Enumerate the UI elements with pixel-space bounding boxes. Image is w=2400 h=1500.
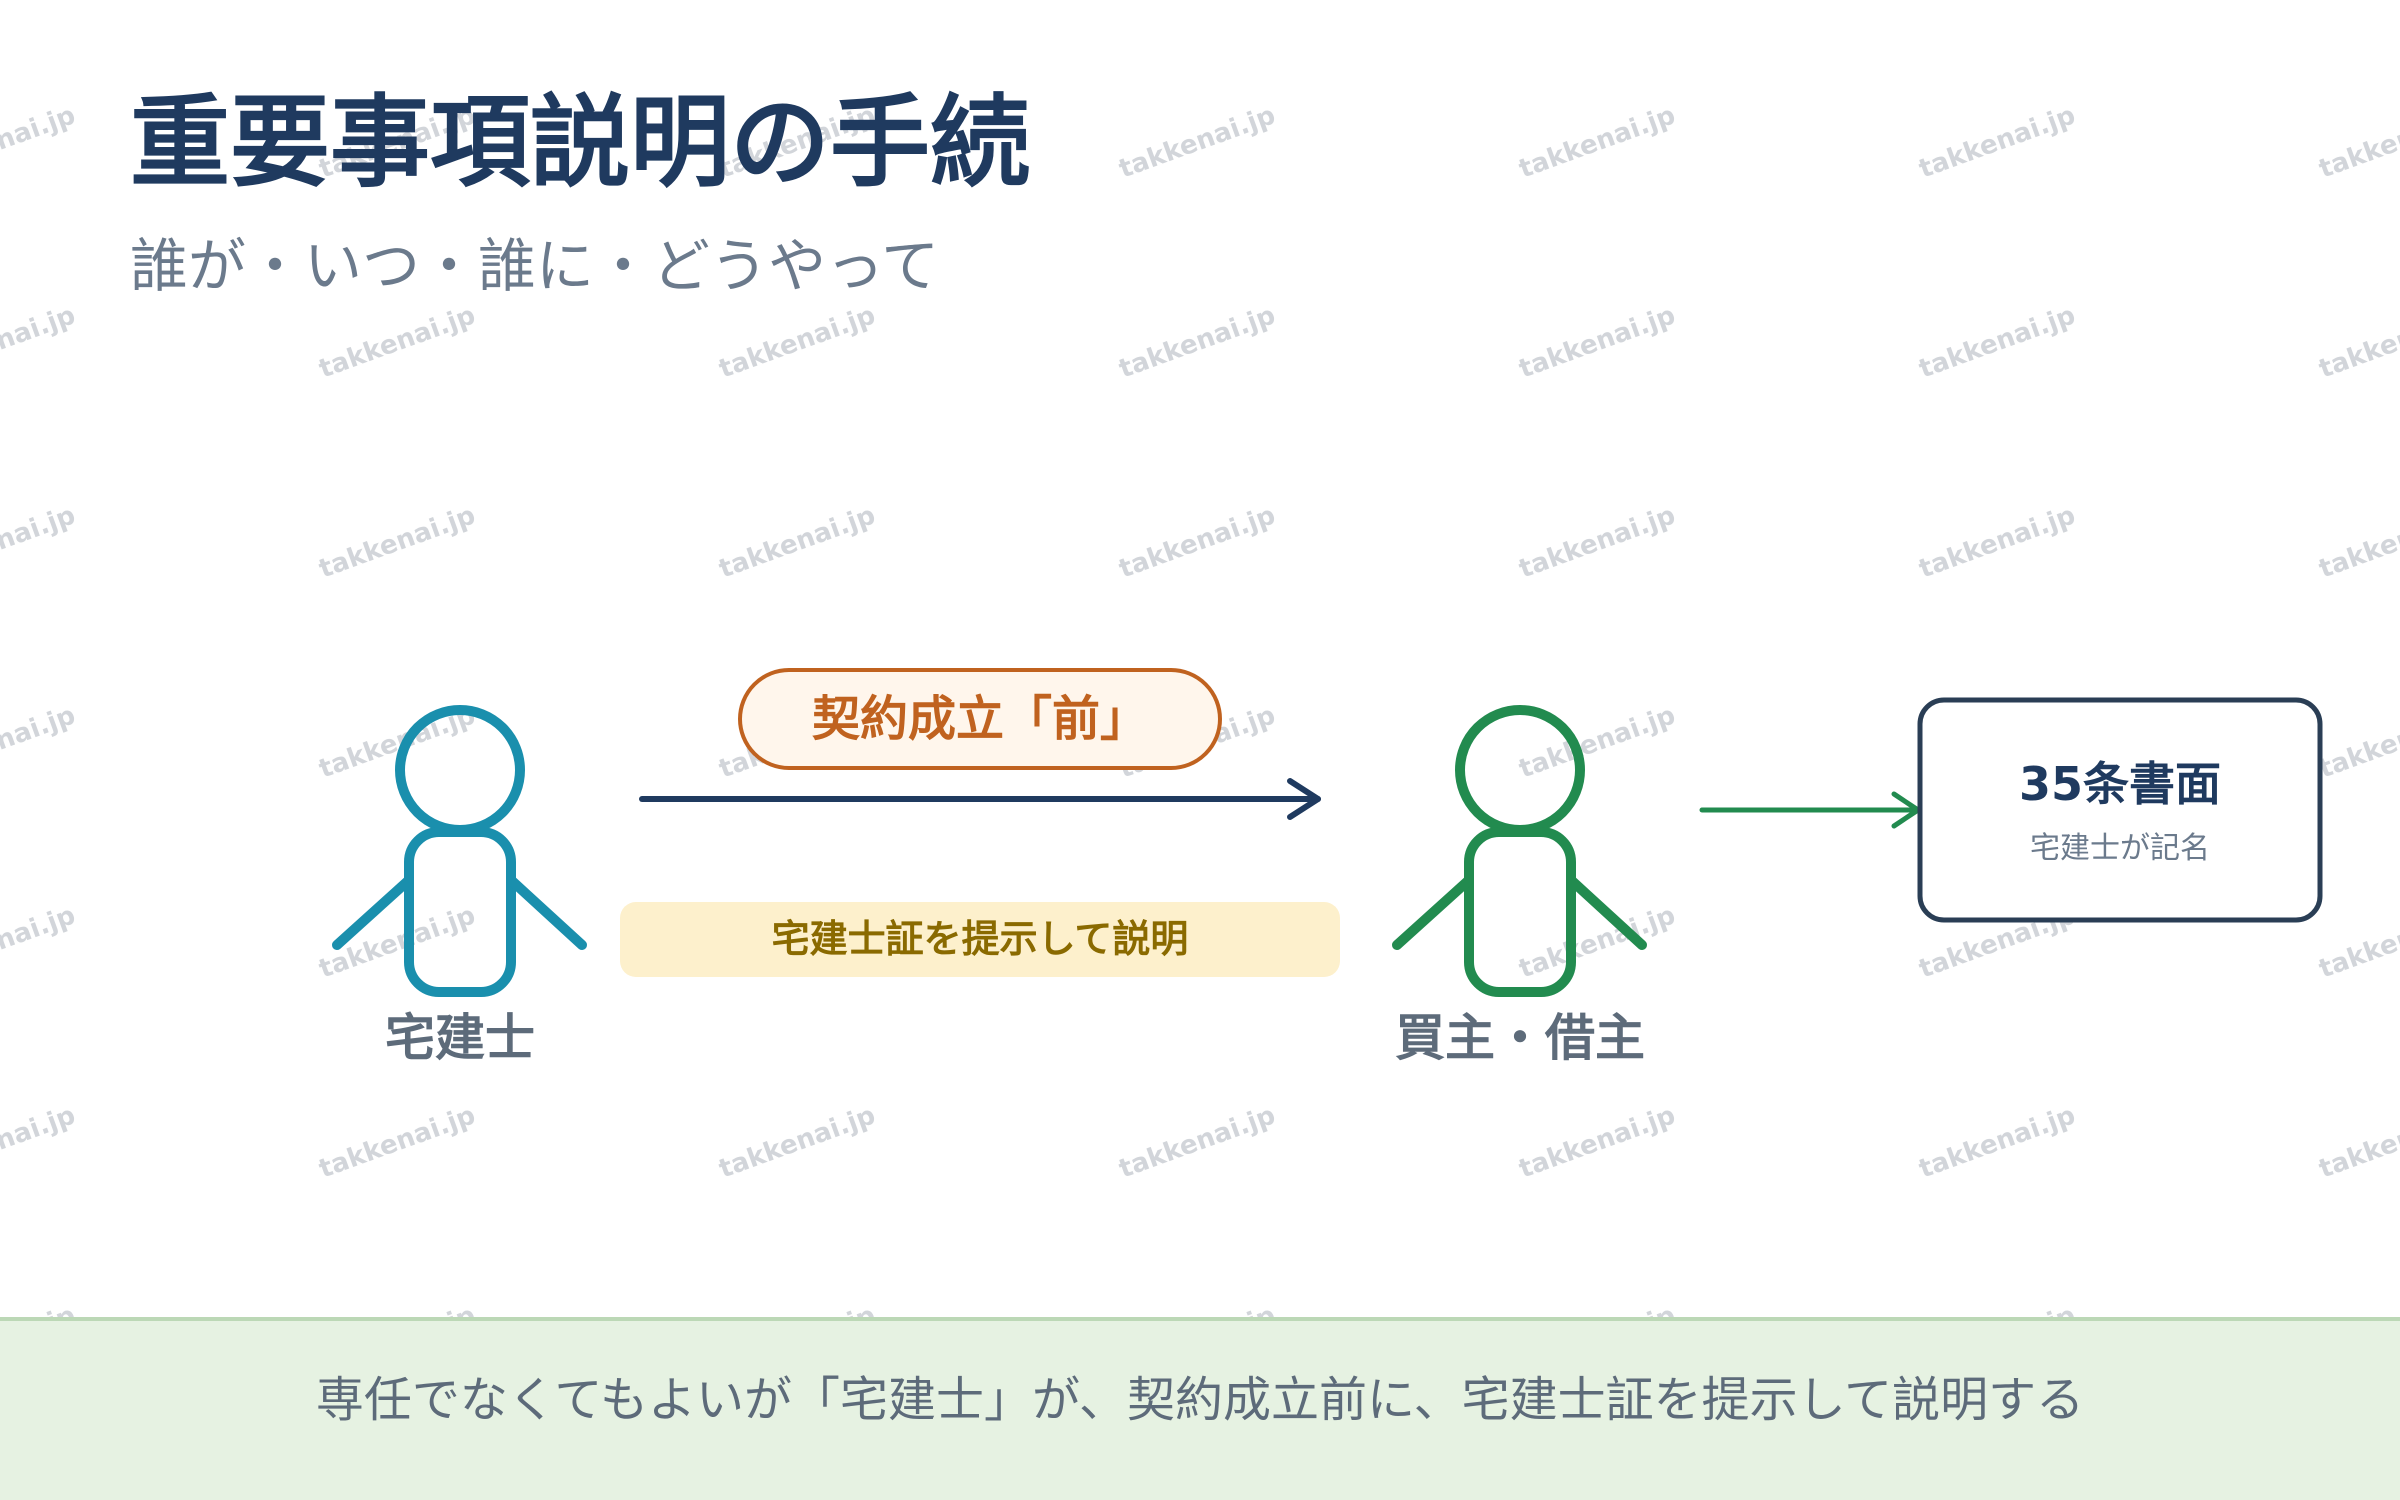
- watermark-text: takkenai.jp: [315, 1100, 479, 1184]
- agent-left-arm: [332, 875, 414, 950]
- agent-label: 宅建士: [385, 1009, 535, 1067]
- watermark-text: takkenai.jp: [715, 500, 879, 584]
- watermark-text: takkenai.jp: [715, 1100, 879, 1184]
- buyer-body-icon: [1464, 827, 1576, 997]
- watermark-text: takkenai.jp: [315, 500, 479, 584]
- watermark-text: takkenai.jp: [2315, 500, 2400, 584]
- agent-right-arm: [506, 875, 587, 950]
- watermark-text: takkenai.jp: [1515, 1100, 1679, 1184]
- main-arrowhead-icon: [1287, 778, 1321, 820]
- summary-bar: [0, 1317, 2400, 1500]
- watermark-text: takkenai.jp: [0, 1100, 79, 1184]
- buyer-label: 買主・借主: [1395, 1009, 1645, 1067]
- method-label: 宅建士証を提示して説明: [772, 917, 1189, 961]
- summary-text: 専任でなくてもよいが「宅建士」が、契約成立前に、宅建士証を提示して説明する: [315, 1372, 2085, 1428]
- watermark-text: takkenai.jp: [1115, 500, 1279, 584]
- watermark-text: takkenai.jp: [0, 700, 79, 784]
- watermark-text: takkenai.jp: [2315, 1100, 2400, 1184]
- watermark-text: takkenai.jp: [0, 900, 79, 984]
- watermark-text: takkenai.jp: [2315, 900, 2400, 984]
- watermark-text: takkenai.jp: [1915, 1100, 2079, 1184]
- watermark-text: takkenai.jp: [2315, 300, 2400, 384]
- page-title: 重要事項説明の手続: [130, 84, 1030, 201]
- watermark-text: takkenai.jp: [0, 300, 79, 384]
- watermark-text: takkenai.jp: [0, 500, 79, 584]
- agent-body-icon: [404, 827, 516, 997]
- watermark-text: takkenai.jp: [1515, 900, 1679, 984]
- watermark-text: takkenai.jp: [1515, 500, 1679, 584]
- watermark-text: takkenai.jp: [2315, 700, 2400, 784]
- timing-badge-label: 契約成立「前」: [812, 691, 1148, 747]
- watermark-text: takkenai.jp: [715, 300, 879, 384]
- timing-badge: [738, 668, 1222, 770]
- method-label-box: [620, 902, 1340, 977]
- buyer-figure: [1392, 705, 1647, 997]
- watermark-text: takkenai.jp: [1915, 100, 2079, 184]
- watermark-text: takkenai.jp: [1915, 500, 2079, 584]
- watermark-text: takkenai.jp: [1115, 300, 1279, 384]
- watermark-text: takkenai.jp: [315, 300, 479, 384]
- document-arrow: [1699, 791, 1921, 829]
- watermark-text: takkenai.jp: [2315, 100, 2400, 184]
- document-box: [1917, 697, 2323, 923]
- document-note: 宅建士が記名: [2030, 831, 2210, 866]
- watermark-text: takkenai.jp: [1515, 300, 1679, 384]
- watermark-text: takkenai.jp: [1915, 300, 2079, 384]
- watermark-text: takkenai.jp: [1115, 100, 1279, 184]
- main-arrow: [639, 778, 1321, 820]
- document-title: 35条書面: [2019, 757, 2221, 811]
- watermark-text: takkenai.jp: [1115, 1100, 1279, 1184]
- agent-figure: [332, 705, 587, 997]
- buyer-left-arm: [1392, 875, 1474, 950]
- watermark-text: takkenai.jp: [1515, 100, 1679, 184]
- page-subtitle: 誰が・いつ・誰に・どうやって: [130, 232, 940, 300]
- watermark-text: takkenai.jp: [0, 100, 79, 184]
- buyer-right-arm: [1566, 875, 1647, 950]
